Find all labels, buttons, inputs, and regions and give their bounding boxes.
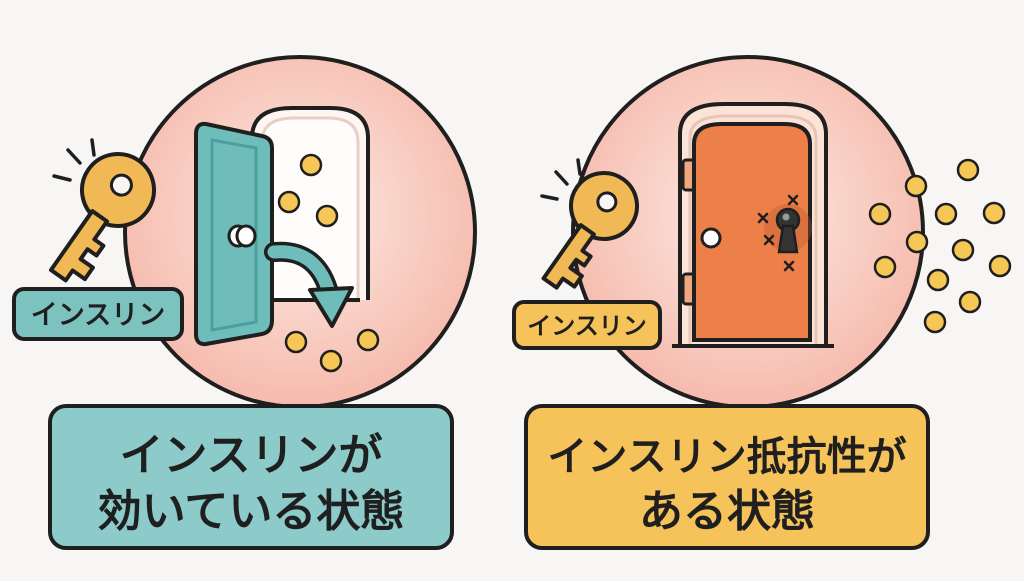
right-insulin-tag-label: インスリン bbox=[527, 312, 647, 340]
left-panel: インスリン インスリンが 効いている状態 bbox=[12, 55, 477, 550]
glucose-dot-icon bbox=[284, 330, 308, 354]
glucose-dot-icon bbox=[905, 230, 929, 254]
glucose-dot-icon bbox=[315, 204, 339, 228]
glucose-dot-icon bbox=[356, 328, 380, 352]
glucose-dot-icon bbox=[988, 254, 1012, 278]
right-insulin-tag: インスリン bbox=[512, 300, 662, 350]
glucose-dot-icon bbox=[868, 202, 892, 226]
key-icon bbox=[541, 171, 639, 290]
denied-marks bbox=[757, 194, 799, 272]
left-insulin-tag: インスリン bbox=[12, 287, 184, 341]
key-sparkle-lines bbox=[52, 138, 96, 182]
glucose-dot-icon bbox=[299, 153, 323, 177]
glucose-dot-icon bbox=[904, 174, 928, 198]
glucose-dot-icon bbox=[277, 190, 301, 214]
keyhole-icon bbox=[764, 204, 812, 254]
glucose-dot-icon bbox=[958, 290, 982, 314]
glucose-dot-icon bbox=[319, 349, 343, 373]
right-caption-line2: ある状態 bbox=[639, 486, 815, 537]
right-caption-box: インスリン抵抗性が ある状態 bbox=[524, 404, 930, 550]
glucose-dot-icon bbox=[923, 310, 947, 334]
locked-door-icon bbox=[681, 122, 812, 342]
open-door-icon bbox=[194, 121, 274, 347]
glucose-dot-icon bbox=[926, 268, 950, 292]
door-knob bbox=[700, 227, 722, 249]
glucose-dot-icon bbox=[873, 255, 897, 279]
glucose-dot-icon bbox=[956, 158, 980, 182]
right-glucose-dots bbox=[868, 158, 1012, 334]
right-panel: インスリン インスリン抵抗性が ある状態 bbox=[512, 55, 1012, 550]
key-icon bbox=[48, 152, 156, 283]
right-caption-line1: インスリン抵抗性が bbox=[547, 434, 906, 480]
left-caption-line2: 効いている状態 bbox=[98, 486, 405, 537]
curved-arrow-icon bbox=[264, 241, 354, 328]
glucose-dot-icon bbox=[982, 201, 1006, 225]
left-insulin-tag-label: インスリン bbox=[31, 300, 165, 331]
glucose-dot-icon bbox=[934, 202, 958, 226]
glucose-dot-icon bbox=[951, 238, 975, 262]
key-sparkle-lines bbox=[540, 158, 582, 201]
left-caption-line1: インスリンが bbox=[119, 430, 382, 481]
left-caption-box: インスリンが 効いている状態 bbox=[48, 404, 454, 550]
left-glucose-dots bbox=[277, 153, 380, 373]
